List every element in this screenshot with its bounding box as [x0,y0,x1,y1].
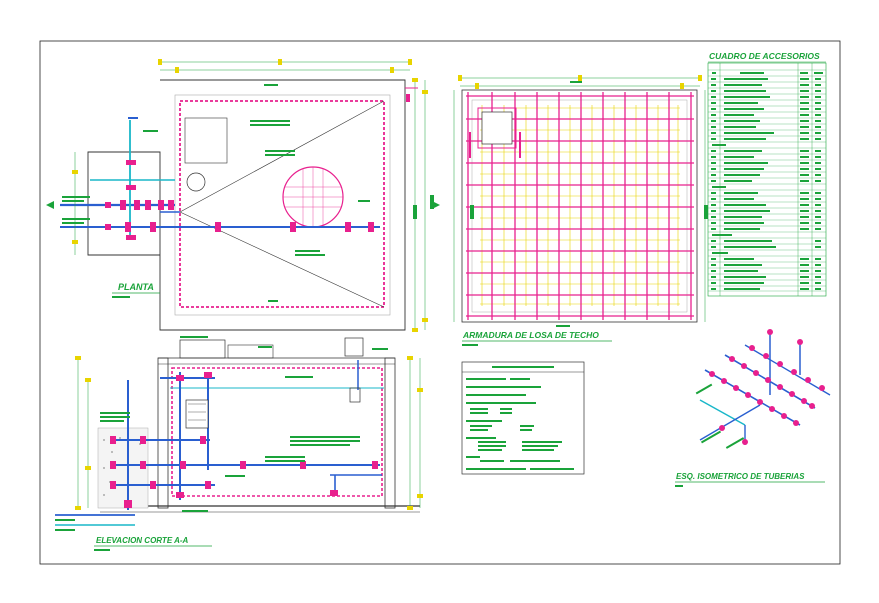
roof-title: ARMADURA DE LOSA DE TECHO [462,330,599,340]
sheet-border [39,40,841,565]
plan-view [46,59,440,332]
accessories-table [707,62,827,297]
section-title: ELEVACION CORTE A-A [96,536,189,545]
iso-title: ESQ. ISOMETRICO DE TUBERIAS [676,472,805,481]
roof-slab-reinforcement [453,75,708,327]
section-elevation [55,336,423,531]
table-title: CUADRO DE ACCESORIOS [709,51,820,61]
plan-title: PLANTA [118,282,154,292]
technical-specifications-box [461,361,585,475]
isometric-piping [695,329,831,449]
